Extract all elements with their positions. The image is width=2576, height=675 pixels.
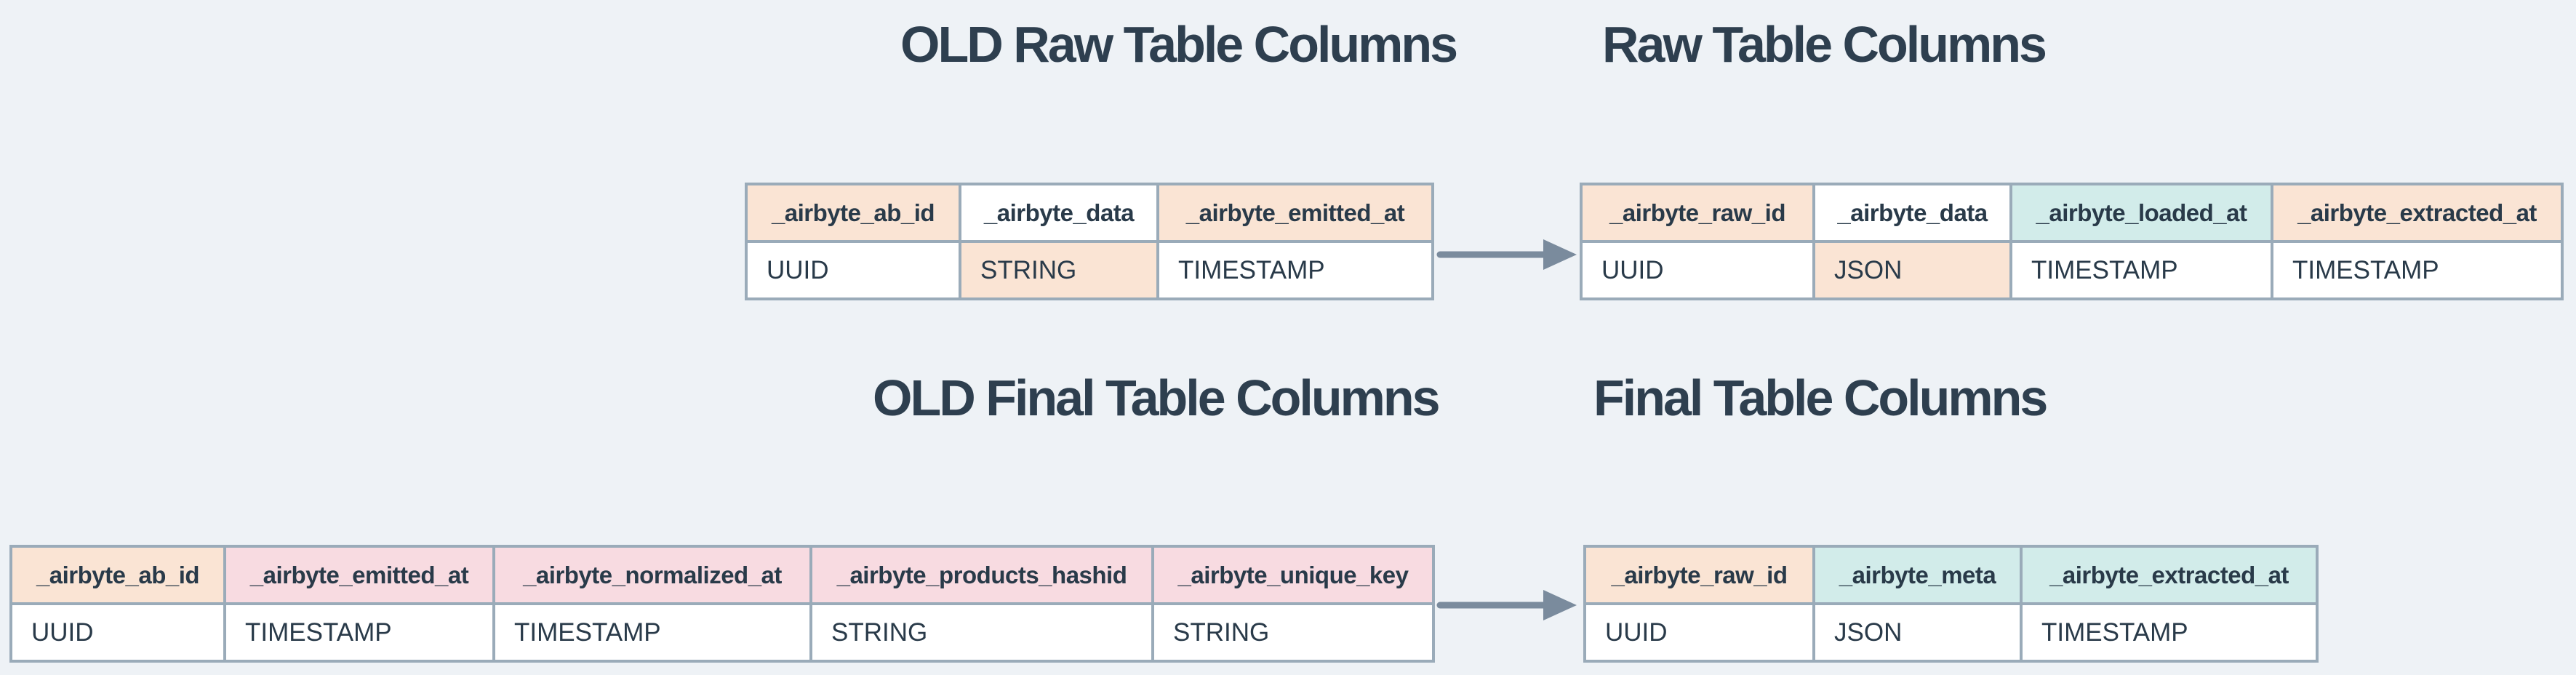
column-type-cell: STRING [959,240,1159,300]
column-type-cell: UUID [1583,602,1815,663]
column-type-cell: JSON [1812,240,2012,300]
column-name-cell: _airbyte_ab_id [9,545,226,605]
column-type-cell: UUID [1580,240,1815,300]
column-type-cell: TIMESTAMP [223,602,495,663]
column-names-row: _airbyte_ab_id_airbyte_data_airbyte_emit… [745,183,1434,243]
column-name-cell: _airbyte_unique_key [1151,545,1435,605]
column-name-cell: _airbyte_products_hashid [809,545,1154,605]
column-type-cell: TIMESTAMP [492,602,812,663]
column-name-cell: _airbyte_raw_id [1580,183,1815,243]
column-type-cell: TIMESTAMP [2271,240,2564,300]
column-name-cell: _airbyte_data [1812,183,2012,243]
column-names-row: _airbyte_raw_id_airbyte_meta_airbyte_ext… [1583,545,2319,605]
column-type-cell: STRING [809,602,1154,663]
column-name-cell: _airbyte_raw_id [1583,545,1815,605]
right-arrow-icon [1436,590,1577,620]
final-table-title: Final Table Columns [1593,370,2048,426]
column-name-cell: _airbyte_extracted_at [2271,183,2564,243]
column-name-cell: _airbyte_loaded_at [2009,183,2273,243]
old-raw-columns-table: _airbyte_ab_id_airbyte_data_airbyte_emit… [745,183,1434,300]
final-columns-table: _airbyte_raw_id_airbyte_meta_airbyte_ext… [1583,545,2319,663]
raw-table-title: Raw Table Columns [1602,16,2047,73]
column-type-cell: TIMESTAMP [2009,240,2273,300]
column-type-cell: TIMESTAMP [1156,240,1434,300]
column-names-row: _airbyte_raw_id_airbyte_data_airbyte_loa… [1580,183,2564,243]
column-names-row: _airbyte_ab_id_airbyte_emitted_at_airbyt… [9,545,1435,605]
column-name-cell: _airbyte_extracted_at [2020,545,2319,605]
column-name-cell: _airbyte_data [959,183,1159,243]
raw-columns-table: _airbyte_raw_id_airbyte_data_airbyte_loa… [1580,183,2564,300]
old-final-columns-table: _airbyte_ab_id_airbyte_emitted_at_airbyt… [9,545,1435,663]
right-arrow-icon [1436,239,1577,270]
old-final-table-title: OLD Final Table Columns [873,370,1441,426]
column-name-cell: _airbyte_emitted_at [223,545,495,605]
column-type-cell: JSON [1812,602,2023,663]
column-name-cell: _airbyte_normalized_at [492,545,812,605]
column-type-cell: UUID [745,240,961,300]
column-name-cell: _airbyte_ab_id [745,183,961,243]
column-type-cell: STRING [1151,602,1435,663]
column-type-cell: TIMESTAMP [2020,602,2319,663]
old-raw-table-title: OLD Raw Table Columns [900,16,1458,73]
column-type-cell: UUID [9,602,226,663]
column-name-cell: _airbyte_meta [1812,545,2023,605]
column-name-cell: _airbyte_emitted_at [1156,183,1434,243]
